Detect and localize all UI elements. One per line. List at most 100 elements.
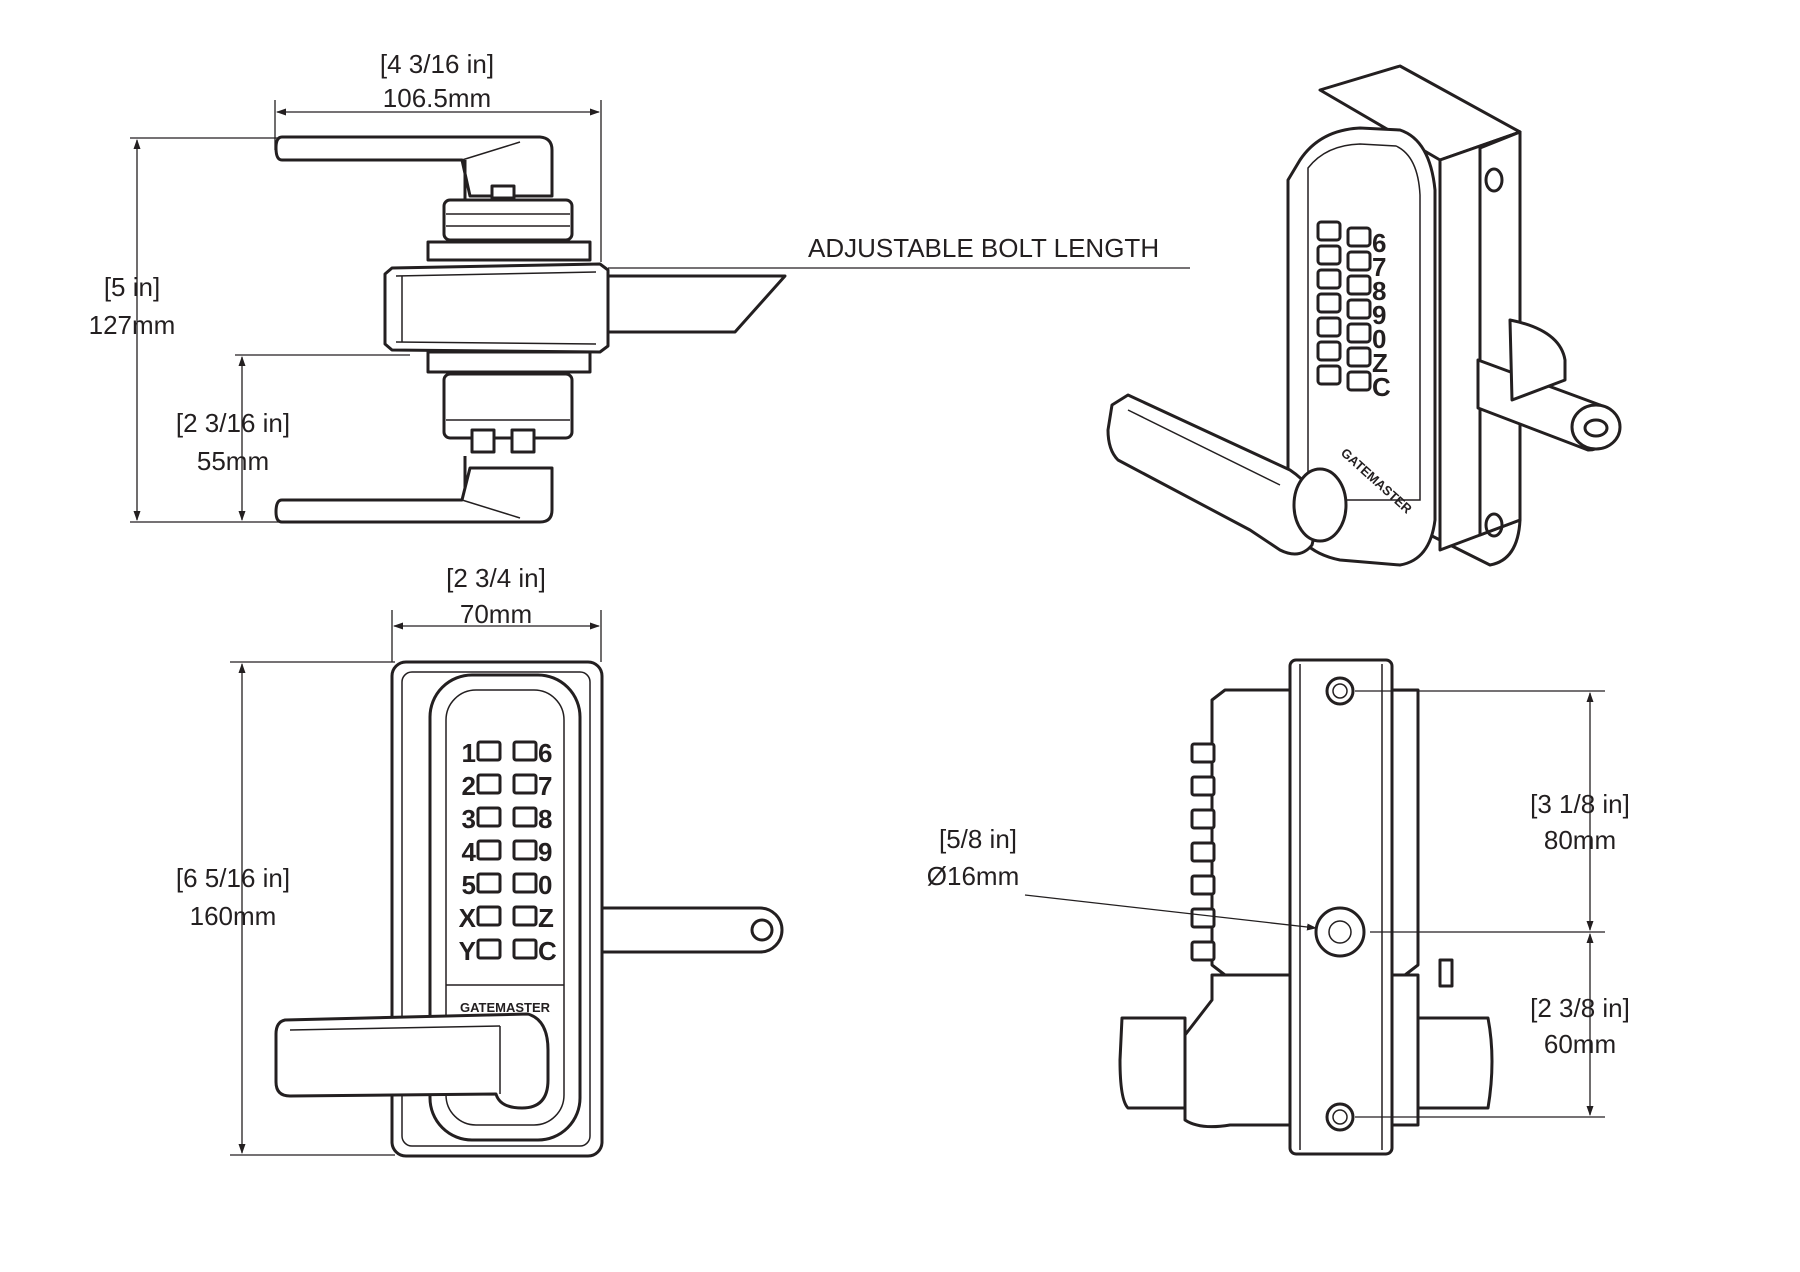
lower-plate bbox=[426, 350, 592, 374]
rear-housing-left bbox=[1210, 688, 1292, 977]
button-block bbox=[470, 428, 496, 454]
lever-edge bbox=[461, 141, 521, 161]
iso-key-label: 0 bbox=[1372, 324, 1386, 354]
rear-hole-in: [5/8 in] bbox=[939, 824, 1017, 854]
key-row: 4 9 bbox=[462, 837, 553, 867]
lower-housing bbox=[442, 372, 574, 440]
iso-key-button bbox=[1316, 244, 1342, 266]
rear-spindle-hole bbox=[1314, 906, 1366, 958]
hole-leader-line bbox=[1024, 894, 1317, 931]
iso-key-button bbox=[1316, 292, 1342, 314]
side-width-mm: 106.5mm bbox=[383, 83, 491, 113]
lever-edge bbox=[289, 1025, 501, 1031]
key-button bbox=[476, 839, 502, 861]
button-block bbox=[510, 428, 536, 454]
adjustable-bolt bbox=[606, 274, 787, 334]
iso-key-button bbox=[1316, 220, 1342, 242]
iso-key-button bbox=[1346, 370, 1372, 392]
iso-bolt-collar bbox=[1508, 318, 1567, 402]
iso-key-button bbox=[1316, 268, 1342, 290]
iso-key-button bbox=[1346, 250, 1372, 272]
bolt-front bbox=[600, 906, 784, 954]
key-label: Y bbox=[459, 936, 476, 966]
key-label: C bbox=[538, 936, 557, 966]
rear-upper-mm: 80mm bbox=[1544, 825, 1616, 855]
key-button bbox=[512, 740, 538, 762]
set-screw bbox=[490, 184, 516, 200]
rear-key-stub bbox=[1190, 742, 1216, 764]
iso-key-label: 6 bbox=[1372, 228, 1386, 258]
keypad-housing-inner bbox=[445, 689, 565, 1126]
front-brand-label: GATEMASTER bbox=[460, 1000, 551, 1015]
isometric-view: GATEMASTER 6 7 8 9 0 Z C bbox=[1106, 64, 1622, 567]
key-label: 3 bbox=[462, 804, 476, 834]
rear-lower-left bbox=[1183, 973, 1292, 1129]
side-height-mm: 127mm bbox=[89, 310, 176, 340]
key-row: X Z bbox=[459, 903, 554, 933]
key-label: 7 bbox=[538, 771, 552, 801]
rear-lower-mm: 60mm bbox=[1544, 1029, 1616, 1059]
key-button bbox=[512, 905, 538, 927]
rear-screw-bottom bbox=[1325, 1102, 1355, 1132]
iso-key-label: Z bbox=[1372, 348, 1388, 378]
rear-tab bbox=[1438, 958, 1454, 988]
key-row: 1 6 bbox=[462, 738, 553, 768]
key-button bbox=[512, 806, 538, 828]
front-view: [2 3/4 in] 70mm [6 5/16 in] 160mm 1 6 2 bbox=[176, 563, 784, 1158]
key-row: 2 7 bbox=[462, 771, 553, 801]
upper-lever bbox=[274, 135, 554, 198]
upper-collar bbox=[442, 198, 574, 242]
key-row: Y C bbox=[459, 936, 557, 966]
iso-bolt-hole bbox=[1583, 418, 1609, 438]
rear-spindle-hole-inner bbox=[1328, 920, 1352, 944]
key-label: 4 bbox=[462, 837, 477, 867]
rear-screw-bottom-inner bbox=[1332, 1109, 1348, 1125]
side-lever-mm: 55mm bbox=[197, 446, 269, 476]
side-width-in: [4 3/16 in] bbox=[380, 49, 494, 79]
rear-key-stub bbox=[1190, 808, 1216, 830]
iso-key-label: C bbox=[1372, 372, 1391, 402]
key-button bbox=[476, 806, 502, 828]
rear-hole-mm: Ø16mm bbox=[927, 861, 1019, 891]
key-row: 5 0 bbox=[462, 870, 553, 900]
body-edge bbox=[395, 341, 597, 345]
key-button bbox=[476, 740, 502, 762]
iso-key-button bbox=[1316, 316, 1342, 338]
rear-upper-in: [3 1/8 in] bbox=[1530, 789, 1630, 819]
key-button bbox=[512, 839, 538, 861]
rear-lever-left bbox=[1118, 1016, 1187, 1110]
iso-keypad-face bbox=[1307, 143, 1421, 501]
key-button bbox=[476, 905, 502, 927]
iso-key-button bbox=[1346, 322, 1372, 344]
bolt-hole bbox=[750, 918, 774, 942]
iso-key-label: 8 bbox=[1372, 276, 1386, 306]
rear-screw-top bbox=[1325, 676, 1355, 706]
side-height-in: [5 in] bbox=[104, 272, 160, 302]
key-label: 9 bbox=[538, 837, 552, 867]
iso-key-button bbox=[1346, 298, 1372, 320]
front-height-in: [6 5/16 in] bbox=[176, 863, 290, 893]
rear-key-stub bbox=[1190, 907, 1216, 929]
key-label: 5 bbox=[462, 870, 476, 900]
rear-key-stub bbox=[1190, 874, 1216, 896]
lever-edge bbox=[461, 499, 521, 519]
key-label: X bbox=[459, 903, 477, 933]
front-height-mm: 160mm bbox=[190, 901, 277, 931]
rear-view: [3 1/8 in] 80mm [2 3/8 in] 60mm [5/8 in]… bbox=[927, 658, 1630, 1156]
upper-plate bbox=[426, 240, 592, 262]
back-plate-inner bbox=[401, 671, 591, 1147]
lock-body-side bbox=[383, 262, 610, 354]
bolt-length-note: ADJUSTABLE BOLT LENGTH bbox=[808, 233, 1159, 263]
front-lever bbox=[274, 1012, 550, 1110]
key-button bbox=[476, 773, 502, 795]
iso-screw-hole bbox=[1484, 167, 1504, 193]
iso-screw-hole bbox=[1484, 512, 1504, 538]
rear-key-stub bbox=[1190, 775, 1216, 797]
side-lever-in: [2 3/16 in] bbox=[176, 408, 290, 438]
key-label: 2 bbox=[462, 771, 476, 801]
iso-key-button bbox=[1346, 274, 1372, 296]
key-label: 1 bbox=[462, 738, 476, 768]
key-label: 8 bbox=[538, 804, 552, 834]
rear-lower-in: [2 3/8 in] bbox=[1530, 993, 1630, 1023]
iso-key-label: 9 bbox=[1372, 300, 1386, 330]
